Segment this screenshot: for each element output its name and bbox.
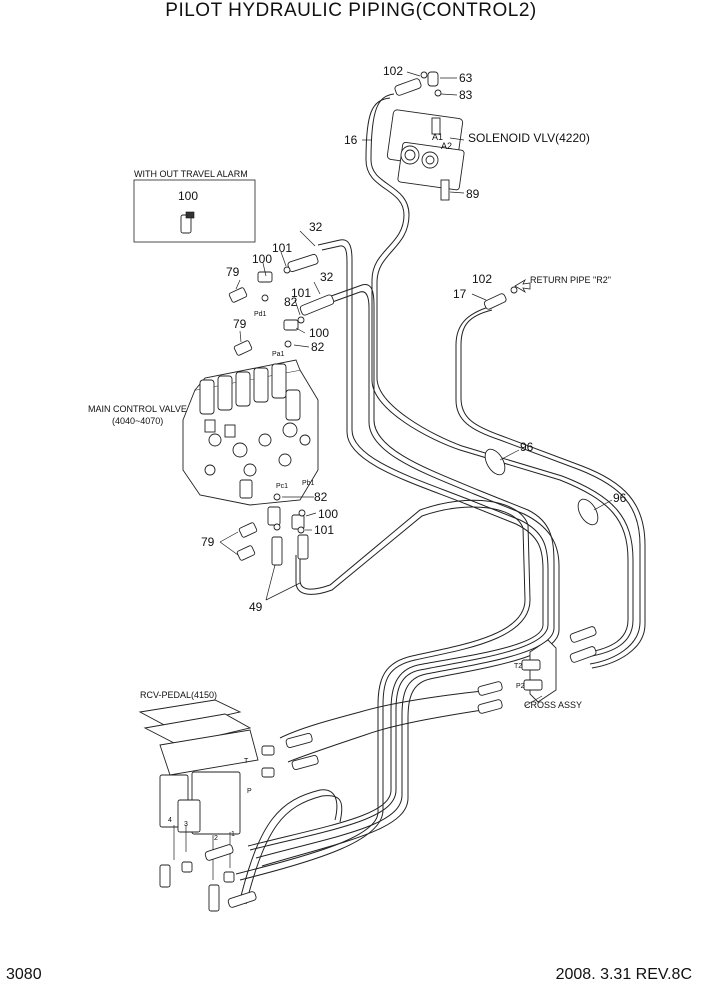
part-label: 16 [344,133,358,147]
component-labels: SOLENOID VLV(4220) RETURN PIPE "R2" WITH… [88,131,611,710]
port-label: 1 [231,831,235,838]
part-label: 100 [252,252,272,266]
rcv-pedal [138,699,319,912]
part-label: 102 [383,64,403,78]
main-valve-code: (4040~4070) [112,416,163,426]
port-label: Pd1 [254,311,267,318]
part-label: 79 [201,535,215,549]
part-label: 82 [314,490,328,504]
part-label: 32 [320,270,334,284]
port-label: 3 [184,821,188,828]
rcv-pedal-label: RCV-PEDAL(4150) [140,690,217,700]
part-label: 101 [291,286,311,300]
cross-assy-label: CROSS ASSY [524,700,582,710]
port-label: A1 [432,132,443,142]
pipe-bundle [235,93,646,905]
port-label: T2 [514,663,522,670]
part-label: 63 [459,71,473,85]
port-label: P [247,788,252,795]
main-valve-label: MAIN CONTROL VALVE [88,404,187,414]
part-label: 83 [459,88,473,102]
travel-alarm-label: WITH OUT TRAVEL ALARM [134,169,248,179]
port-label: Pc1 [276,483,288,490]
part-label: 101 [272,241,292,255]
part-label: 49 [249,600,263,614]
part-label: 79 [226,265,240,279]
leader-lines [219,71,613,707]
part-label: 79 [233,317,247,331]
part-number-labels: 102 63 83 16 89 100 32 101 100 79 82 32 … [178,64,627,614]
port-label: Pb1 [302,480,315,487]
part-label: 89 [466,187,480,201]
part-label: 17 [453,287,467,301]
part-label: 96 [520,440,534,454]
page-title: PILOT HYDRAULIC PIPING(CONTROL2) [165,0,537,21]
part-label: 82 [284,295,298,309]
part-label: 100 [318,507,338,521]
travel-alarm-box [133,179,256,243]
part-label: 100 [309,326,329,340]
cross-assy [477,626,597,714]
port-label: Pa1 [272,351,285,358]
revision-date: 2008. 3.31 REV.8C [555,966,692,983]
port-label: 2 [214,835,218,842]
solenoid-valve [386,71,465,201]
main-control-valve [182,359,319,506]
port-label: 4 [168,817,172,824]
part-label: 96 [613,491,627,505]
port-label: A2 [441,141,452,151]
port-labels: A1 A2 Pd1 Pa1 Pc1 Pb1 T2 P2 T P 4 3 2 1 [168,132,525,842]
port-label: T [244,758,249,765]
part-label: 102 [472,272,492,286]
pipe-clamps [484,448,599,526]
solenoid-label: SOLENOID VLV(4220) [468,131,590,145]
part-label: 101 [314,523,334,537]
part-label: 100 [178,189,198,203]
part-label: 32 [309,220,323,234]
part-label: 82 [311,340,325,354]
return-pipe-label: RETURN PIPE "R2" [530,275,611,285]
page-number: 3080 [6,966,42,983]
port-label: P2 [516,683,525,690]
valve-fittings [228,71,531,566]
piping-diagram: SOLENOID VLV(4220) RETURN PIPE "R2" WITH… [88,64,646,912]
